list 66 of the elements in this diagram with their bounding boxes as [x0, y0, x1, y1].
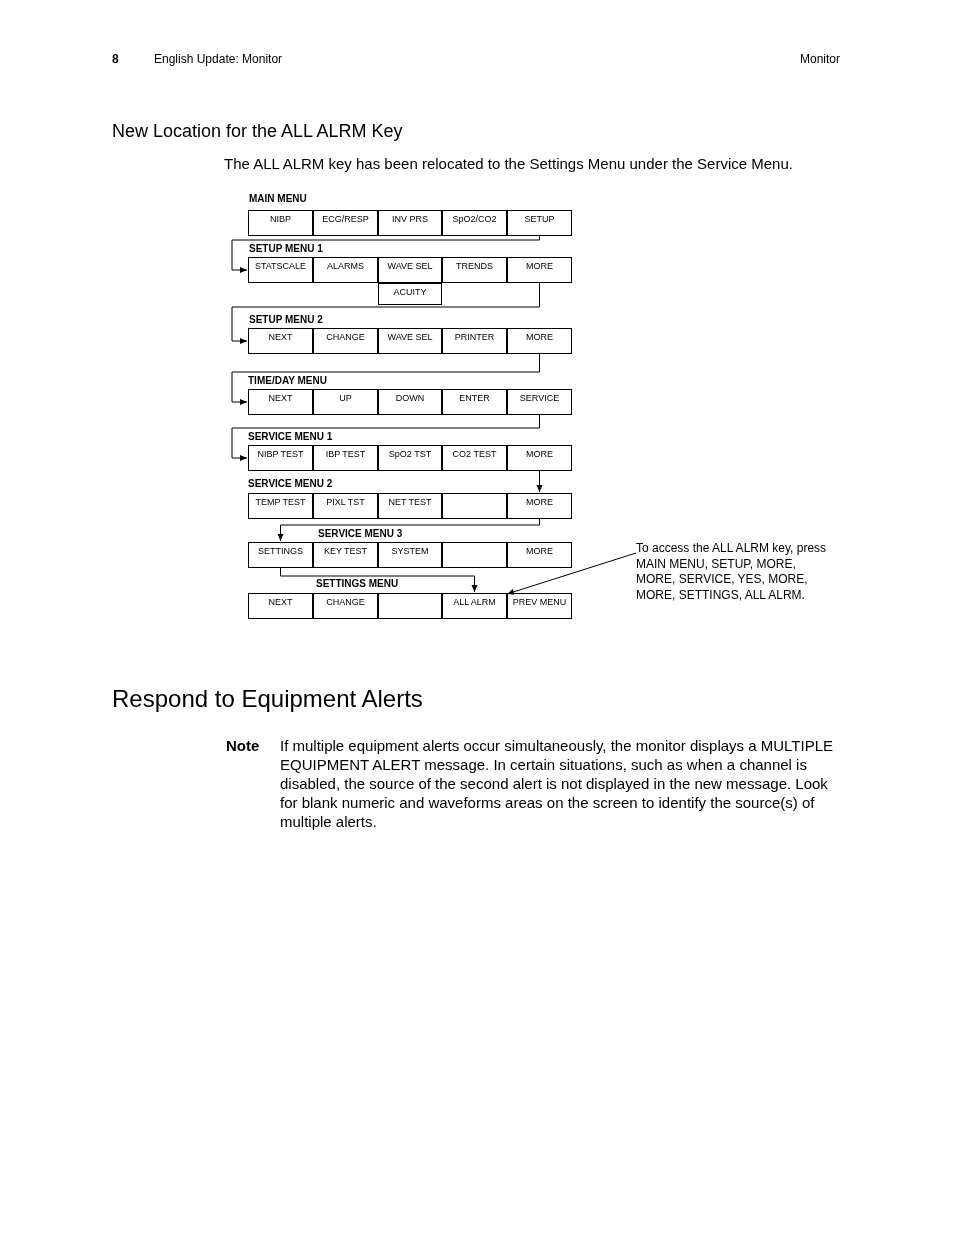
- menu-key: ALARMS: [313, 257, 378, 283]
- menu-key: SERVICE: [507, 389, 572, 415]
- arrow: [536, 470, 543, 493]
- menu-key: CHANGE: [313, 328, 378, 354]
- arrow: [231, 282, 540, 344]
- menu-key: IBP TEST: [313, 445, 378, 471]
- menu-title: SETTINGS MENU: [316, 578, 399, 591]
- menu-key: SpO2 TST: [378, 445, 442, 471]
- menu-key: MORE: [507, 257, 572, 283]
- arrow: [280, 567, 478, 593]
- menu-key: MORE: [507, 445, 572, 471]
- menu-title: TIME/DAY MENU: [248, 375, 327, 388]
- arrow: [231, 235, 540, 273]
- menu-key: WAVE SEL: [378, 328, 442, 354]
- menu-key: SETTINGS: [248, 542, 313, 568]
- running-header: English Update: Monitor: [154, 52, 283, 67]
- leader-line: [506, 552, 637, 595]
- menu-key: CHANGE: [313, 593, 378, 619]
- menu-key: ACUITY: [378, 283, 442, 305]
- menu-key: UP: [313, 389, 378, 415]
- menu-key: ALL ALRM: [442, 593, 507, 619]
- menu-key: NEXT: [248, 593, 313, 619]
- running-header: Monitor: [799, 52, 840, 67]
- arrow: [231, 353, 540, 405]
- menu-key: MORE: [507, 542, 572, 568]
- menu-key: SETUP: [507, 210, 572, 236]
- menu-key: TRENDS: [442, 257, 507, 283]
- blank-key: [378, 593, 442, 619]
- arrow: [231, 414, 540, 461]
- menu-key: MORE: [507, 493, 572, 519]
- blank-key: [442, 542, 507, 568]
- menu-key: NEXT: [248, 328, 313, 354]
- menu-key: NIBP TEST: [248, 445, 313, 471]
- menu-key: ECG/RESP: [313, 210, 378, 236]
- section-heading: New Location for the ALL ALRM Key: [112, 120, 403, 143]
- menu-key: CO2 TEST: [442, 445, 507, 471]
- menu-key: NIBP: [248, 210, 313, 236]
- callout-text: To access the ALL ALRM key, press MAIN MENU, SETUP, MORE, MORE, SERVICE, YES, MORE, MORE, SETTINGS, ALL ALRM.: [636, 541, 836, 611]
- menu-key: PIXL TST: [313, 493, 378, 519]
- menu-key: TEMP TEST: [248, 493, 313, 519]
- menu-title: SETUP MENU 2: [249, 314, 323, 327]
- menu-key: SpO2/CO2: [442, 210, 507, 236]
- note-paragraph: If multiple equipment alerts occur simultaneously, the monitor displays a MULTIPLE EQUIPMENT ALERT message. In certain situations, such as when a channel is disabled, the source of the second alert is not displayed in the new message. Look for blank numeric and waveforms areas on the screen to identify the source(s) of multiple alerts.: [280, 736, 834, 831]
- menu-key: SYSTEM: [378, 542, 442, 568]
- menu-title: SERVICE MENU 2: [248, 478, 333, 491]
- menu-key: ENTER: [442, 389, 507, 415]
- menu-key: PRINTER: [442, 328, 507, 354]
- page-number: 8: [112, 52, 119, 67]
- menu-title: SERVICE MENU 3: [318, 528, 403, 541]
- blank-key: [442, 493, 507, 519]
- note-label: Note: [226, 737, 260, 756]
- arrow: [277, 518, 540, 542]
- menu-key: MORE: [507, 328, 572, 354]
- menu-key: NET TEST: [378, 493, 442, 519]
- section-heading: Respond to Equipment Alerts: [112, 684, 423, 714]
- menu-key: PREV MENU: [507, 593, 572, 619]
- intro-paragraph: The ALL ALRM key has been relocated to the Settings Menu under the Service Menu.: [224, 155, 794, 174]
- menu-title: MAIN MENU: [249, 193, 307, 206]
- menu-title: SETUP MENU 1: [249, 243, 323, 256]
- menu-key: DOWN: [378, 389, 442, 415]
- menu-key: INV PRS: [378, 210, 442, 236]
- menu-key: WAVE SEL: [378, 257, 442, 283]
- menu-title: SERVICE MENU 1: [248, 431, 333, 444]
- menu-key: STATSCALE: [248, 257, 313, 283]
- menu-key: NEXT: [248, 389, 313, 415]
- menu-key: KEY TEST: [313, 542, 378, 568]
